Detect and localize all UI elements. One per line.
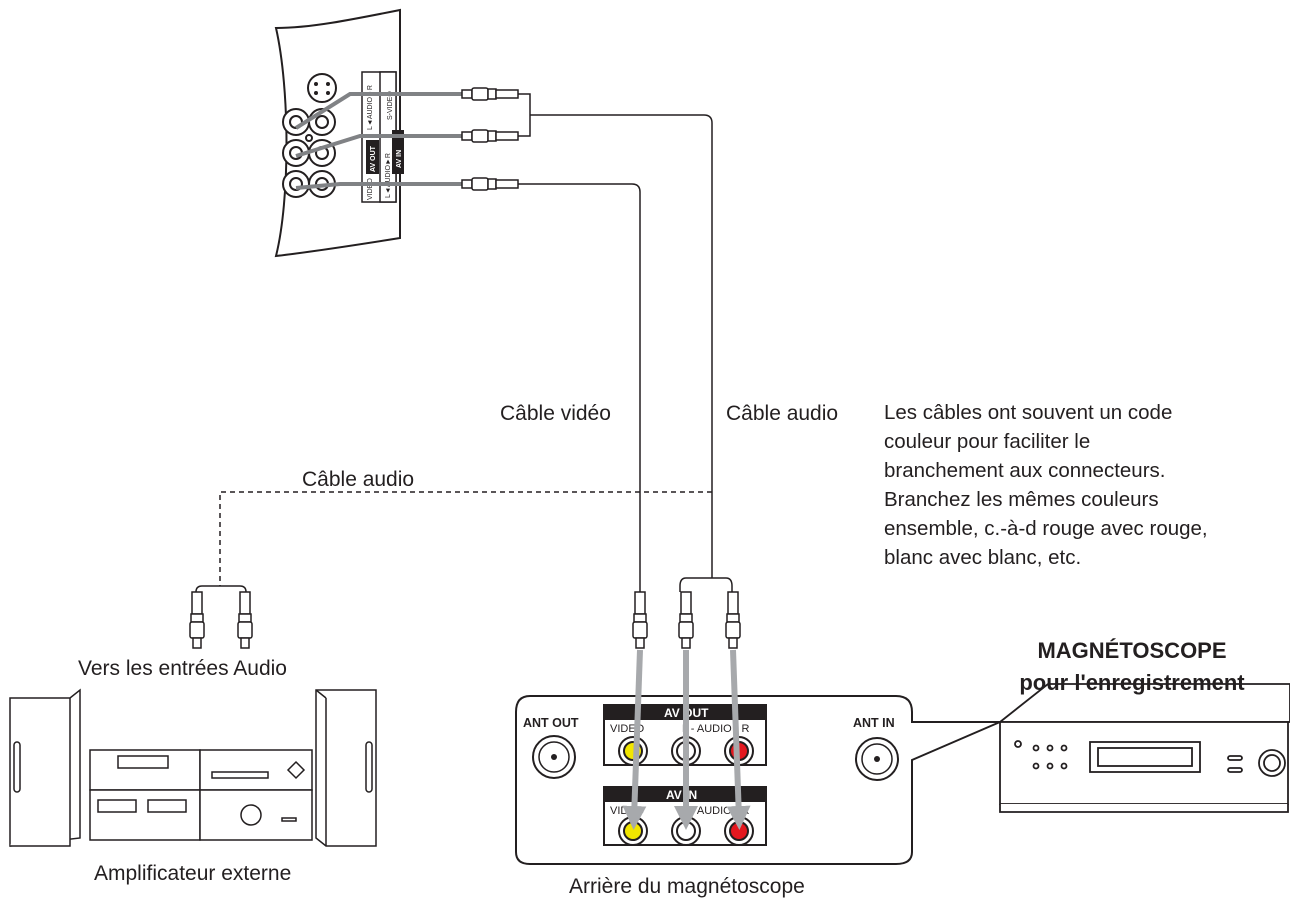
tv-rear-panel: S-VIDEO AV OUT AV IN L◄AUDIO►R VIDEO L◄A… xyxy=(274,8,404,258)
tv-connection-leads xyxy=(294,92,462,190)
label-cable-audio-tv: Câble audio xyxy=(726,402,838,425)
label-vcr-rear: Arrière du magnétoscope xyxy=(569,875,805,898)
vcr-av-out-audio-label: L - AUDIO - R xyxy=(682,723,749,735)
vcr-ant-out-label: ANT OUT xyxy=(523,716,579,730)
label-amp-name: Amplificateur externe xyxy=(94,862,291,885)
tv-rca-plugs xyxy=(461,87,519,191)
tv-av-in-label: AV IN xyxy=(396,150,403,168)
label-amp-inputs: Vers les entrées Audio xyxy=(78,657,287,680)
vcr-av-in-jacks xyxy=(618,816,754,846)
color-code-note: Les câbles ont souvent un code couleur p… xyxy=(884,398,1274,572)
vcr-av-in-label: AV IN xyxy=(666,788,697,802)
connection-arrows xyxy=(622,649,751,830)
ant-out-jack xyxy=(532,735,576,779)
vcr-rear-panel: ANT OUT ANT IN AV OUT VIDEO L - AUDIO - … xyxy=(515,695,1001,865)
vcr-title-line2: pour l'enregistrement xyxy=(1019,670,1245,695)
vcr-unit xyxy=(997,683,1290,813)
cables xyxy=(195,93,733,593)
note-line: branchement aux connecteurs. xyxy=(884,459,1166,482)
vcr-av-in-video-label: VIDEO xyxy=(610,805,645,817)
tv-s-video-label: S-VIDEO xyxy=(387,91,394,120)
tv-audio-out-label: L◄AUDIO►R xyxy=(367,85,374,130)
tv-video-label: VIDEO xyxy=(367,178,374,200)
amp-audio-cable xyxy=(219,491,712,586)
tv-av-out-label: AV OUT xyxy=(370,145,377,172)
note-line: Les câbles ont souvent un code xyxy=(884,401,1173,424)
amplifier-stack xyxy=(9,688,377,847)
vcr-title-line1: MAGNÉTOSCOPE xyxy=(1037,638,1226,663)
ant-in-jack xyxy=(855,737,899,781)
right-speaker xyxy=(315,689,377,847)
note-line: Branchez les mêmes couleurs xyxy=(884,488,1159,511)
note-line: blanc avec blanc, etc. xyxy=(884,546,1082,569)
vertical-rca-plugs xyxy=(189,591,741,649)
tv-audio-in-label: L◄AUDIO►R xyxy=(385,153,392,198)
left-speaker xyxy=(9,688,81,847)
label-cable-video: Câble vidéo xyxy=(500,402,611,425)
note-line: couleur pour faciliter le xyxy=(884,430,1091,453)
note-line: ensemble, c.-à-d rouge avec rouge, xyxy=(884,517,1208,540)
s-video-jack xyxy=(307,73,337,103)
vcr-ant-in-label: ANT IN xyxy=(853,716,895,730)
label-cable-audio-amp: Câble audio xyxy=(302,468,414,491)
